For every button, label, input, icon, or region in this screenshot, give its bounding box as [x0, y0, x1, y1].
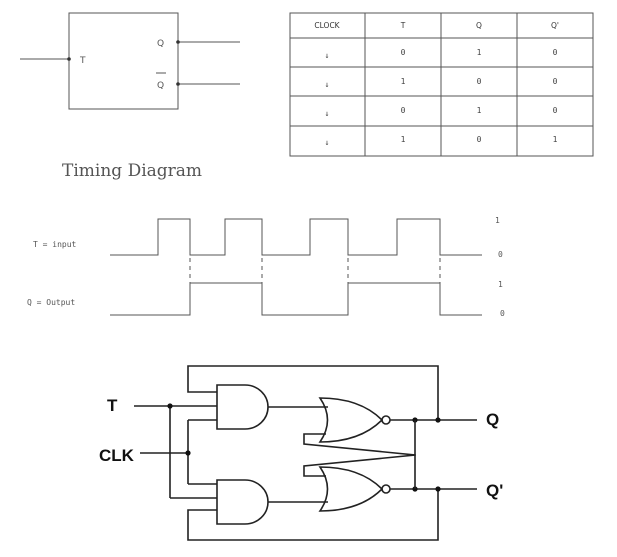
table-cell-qn: 1	[553, 135, 558, 144]
circuit-t-label: T	[107, 396, 118, 415]
table-cell-t: 0	[401, 48, 406, 57]
table-cell-t: 1	[401, 77, 406, 86]
q-waveform	[110, 282, 482, 316]
block-q-label: Q	[157, 39, 164, 49]
tff-block-symbol: T Q Q	[20, 12, 240, 110]
upper-nor-bubble	[381, 415, 391, 425]
t-input-dot	[67, 57, 71, 61]
q-low-level: 0	[500, 309, 505, 318]
table-cell-t: 1	[401, 135, 406, 144]
q-output-label: Q = Output	[27, 298, 75, 307]
cross-coupling-wire-q	[303, 420, 416, 477]
upper-and-gate	[216, 384, 269, 430]
table-header-t: T	[400, 21, 406, 30]
block-t-label: T	[79, 56, 86, 66]
table-cell-q: 0	[477, 77, 482, 86]
table-cell-q: 1	[477, 106, 482, 115]
circuit-qn-label: Q'	[486, 481, 503, 500]
table-cell-clock: ↓	[325, 138, 330, 147]
t-input-label: T = input	[33, 240, 77, 249]
lower-nor-bubble	[381, 484, 391, 494]
table-header-clock: CLOCK	[314, 21, 340, 30]
table-cell-t: 0	[401, 106, 406, 115]
cross-coupling-wire-qn	[303, 433, 416, 489]
table-cell-q: 1	[477, 48, 482, 57]
table-cell-qn: 0	[553, 106, 558, 115]
t-high-level: 1	[495, 216, 500, 225]
table-header-q: Q	[476, 21, 482, 30]
table-cell-clock: ↓	[325, 80, 330, 89]
q-high-level: 1	[498, 280, 503, 289]
t-low-level: 0	[498, 250, 503, 259]
junction-dot	[185, 450, 191, 456]
timing-diagram-title: Timing Diagram	[62, 161, 202, 181]
table-cell-q: 0	[477, 135, 482, 144]
block-qbar-label: Q	[157, 81, 164, 91]
table-header-qn: Q'	[551, 21, 559, 30]
table-cell-clock: ↓	[325, 51, 330, 60]
qbar-output-dot	[176, 82, 180, 86]
q-output-dot	[176, 40, 180, 44]
circuit-clk-label: CLK	[99, 446, 135, 465]
table-cell-qn: 0	[553, 77, 558, 86]
feedback-wire-qn	[187, 489, 439, 541]
gate-circuit: T CLK Q Q'	[99, 365, 503, 541]
tff-block-box	[68, 12, 179, 110]
circuit-q-label: Q	[486, 410, 499, 429]
junction-dot	[435, 486, 441, 492]
timing-diagram: Timing Diagram T = input Q = Output 1 0 …	[27, 161, 505, 318]
lower-and-gate	[216, 479, 269, 525]
upper-nor-gate	[318, 397, 384, 443]
table-cell-clock: ↓	[325, 109, 330, 118]
feedback-wire-q	[187, 365, 439, 421]
lower-nor-gate	[318, 466, 384, 512]
table-cell-qn: 0	[553, 48, 558, 57]
junction-dot	[167, 403, 173, 409]
t-waveform	[110, 218, 482, 256]
junction-dot	[435, 417, 441, 423]
truth-table: CLOCK T Q Q' ↓ 0 1 0 ↓ 1 0 0 ↓ 0 1 0 ↓ 1…	[289, 12, 594, 157]
